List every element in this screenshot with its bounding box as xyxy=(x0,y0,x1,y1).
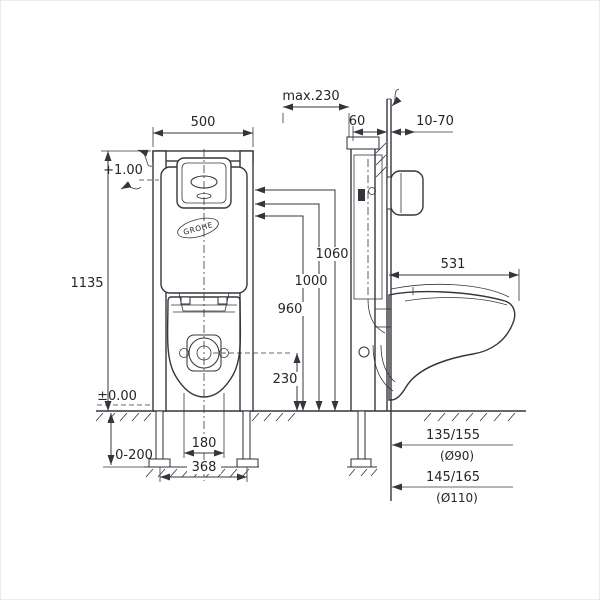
front-view: GROHE xyxy=(148,149,259,481)
foot-plate-left xyxy=(148,458,171,468)
pipe-clamp xyxy=(358,346,370,358)
dim-plate-height-mid: 1000 xyxy=(294,274,327,289)
fill-valve xyxy=(358,189,365,201)
seat-hinge-left xyxy=(180,296,191,305)
dim-drain-d110: (Ø110) xyxy=(436,491,478,505)
floor-hatch-mid xyxy=(251,412,296,422)
fixing-bolt-left xyxy=(179,348,189,358)
seat-hinge-right xyxy=(217,296,228,305)
dim-drain-height-d90: 135/155 xyxy=(426,428,480,443)
brand-logo-oval xyxy=(177,217,219,239)
dim-plate-mounting-depth: 10-70 xyxy=(416,114,454,129)
foot-rod-side xyxy=(357,410,366,460)
adjust-arrow-icon xyxy=(120,181,142,190)
flush-bend xyxy=(367,298,386,334)
dim-front-width: 500 xyxy=(191,115,216,130)
dim-drain-d90: (Ø90) xyxy=(440,449,474,463)
dim-bolt-spacing: 180 xyxy=(192,436,217,451)
actuator-knob xyxy=(390,170,424,216)
frame-cap xyxy=(346,136,380,150)
bowl-rim xyxy=(404,297,508,306)
floor-hatch-right xyxy=(423,412,516,422)
dim-foot-spacing: 368 xyxy=(192,460,217,475)
fixing-bolt-right xyxy=(219,348,229,358)
dim-drain-height-d110: 145/165 xyxy=(426,470,480,485)
dim-front-offset: 60 xyxy=(349,114,366,129)
dim-frame-depth: max.230 xyxy=(282,89,339,104)
dim-front-height: 1135 xyxy=(70,276,103,291)
dim-plate-height-high: 1060 xyxy=(315,247,348,262)
adjust-arrow-icon xyxy=(391,88,402,107)
valve-float xyxy=(368,187,376,195)
side-dimensions: max.230 60 10-70 531 135/155 (Ø90) 145/1… xyxy=(282,89,520,505)
adjust-arrow-icon xyxy=(137,149,153,167)
dim-foot-adjustment: 0-200 xyxy=(115,448,153,463)
actuator-side xyxy=(386,170,424,216)
dim-bowl-depth: 531 xyxy=(441,257,466,272)
dim-outlet-height: 230 xyxy=(273,372,298,387)
foot-plate-side xyxy=(350,458,372,468)
wall-section xyxy=(375,98,392,501)
foot-plate-right xyxy=(236,458,259,468)
toilet-bowl-side xyxy=(388,283,516,401)
level-floor-label: ±0.00 xyxy=(97,389,137,404)
dim-plate-height-low: 960 xyxy=(278,302,303,317)
level-top-label: +1.00 xyxy=(103,163,143,178)
front-dimensions: 500 1135 +1.00 ±0.00 0-200 180 368 xyxy=(70,115,350,482)
side-view xyxy=(346,88,516,501)
wall-hatch xyxy=(375,142,387,178)
foot-rod-right xyxy=(242,410,251,460)
seat-lid xyxy=(390,283,510,298)
foot-rod-left xyxy=(155,410,164,460)
floor-hatch-left xyxy=(95,412,152,422)
outlet-elbow xyxy=(380,344,396,383)
